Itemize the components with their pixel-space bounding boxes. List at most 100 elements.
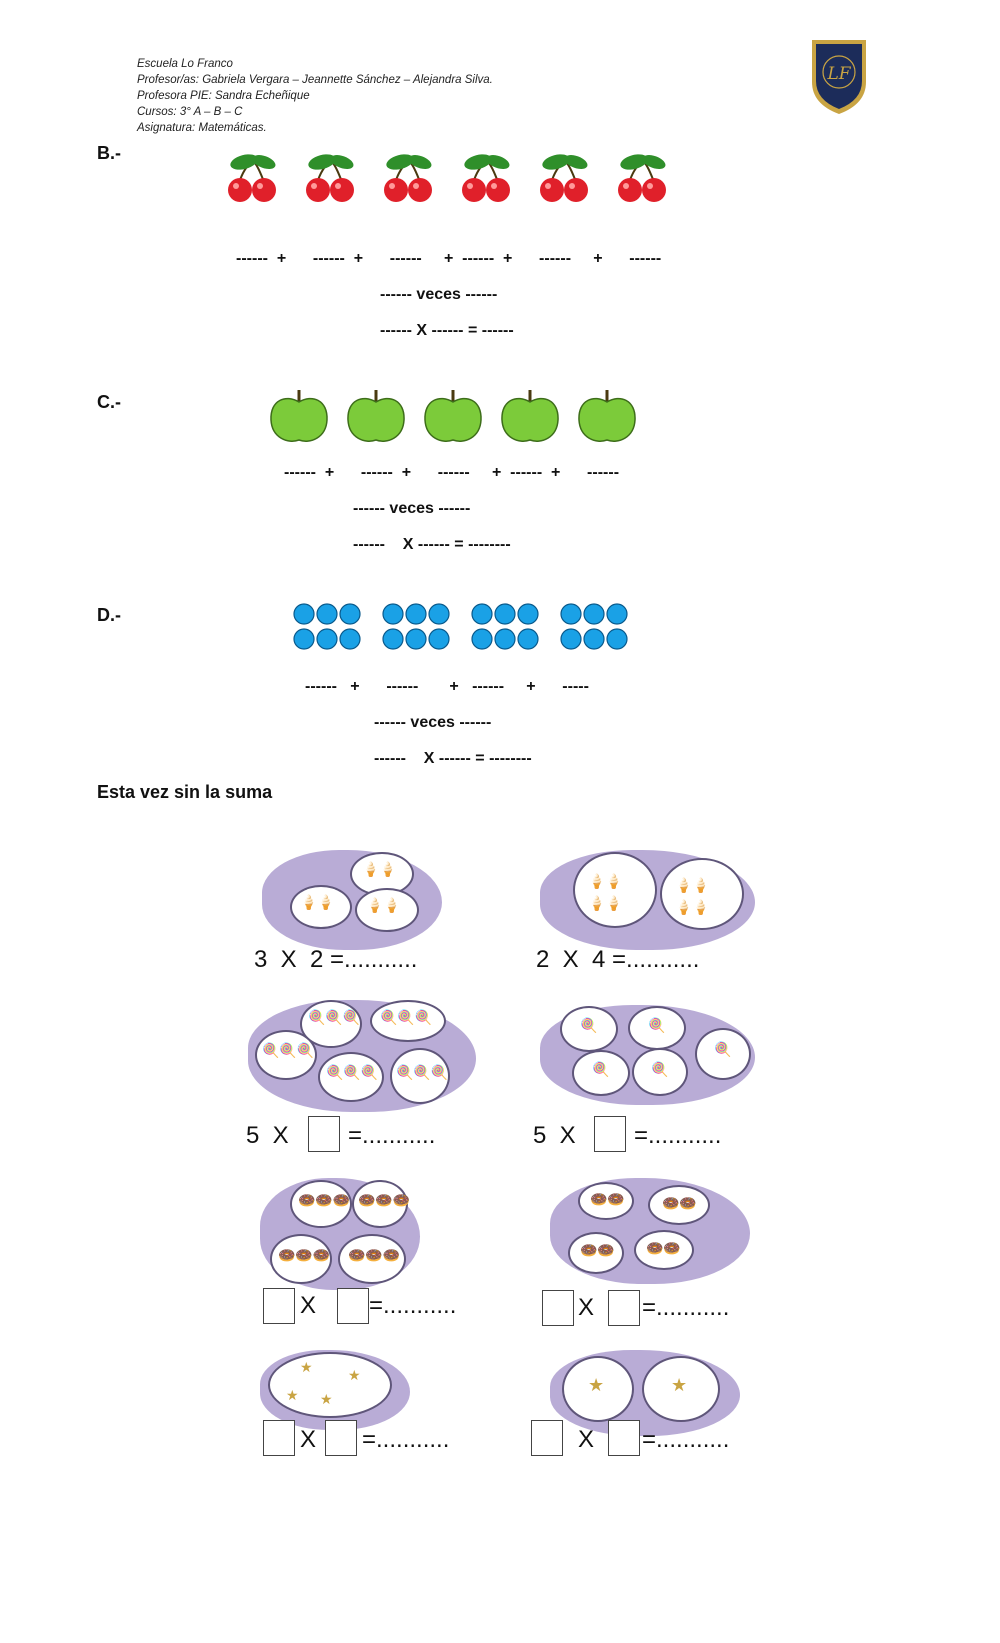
- lollipop-icon: 🍭🍭🍭: [326, 1064, 379, 1080]
- exercise-5-right: =...........: [369, 1292, 457, 1319]
- section-b-veces-line: ------ veces ------: [380, 286, 498, 303]
- section-c-label: C.-: [97, 392, 121, 412]
- header: Escuela Lo Franco Profesor/as: Gabriela …: [137, 56, 493, 136]
- answer-box[interactable]: [308, 1116, 340, 1152]
- cherry-icon: [618, 154, 666, 202]
- apple-icon: [578, 390, 636, 442]
- exercise-3-left: 5 X: [246, 1122, 289, 1149]
- plate: [290, 1180, 352, 1228]
- plate: [338, 1234, 406, 1284]
- exercise-3-right: =...........: [348, 1122, 436, 1149]
- dot-icon: [316, 603, 338, 625]
- answer-box[interactable]: [542, 1290, 574, 1326]
- answer-box[interactable]: [263, 1288, 295, 1324]
- dot-icon: [494, 628, 516, 650]
- plate: [268, 1352, 392, 1418]
- dot-icon: [405, 628, 427, 650]
- section-d-mult-line: ------ X ------ = --------: [374, 750, 532, 767]
- esta-vez-heading: Esta vez sin la suma: [97, 782, 273, 802]
- subject: Asignatura: Matemáticas.: [137, 122, 267, 134]
- answer-box[interactable]: [325, 1420, 357, 1456]
- dot-icon: [405, 603, 427, 625]
- plate: [560, 1006, 618, 1052]
- exercise-4-right: =...........: [634, 1122, 722, 1149]
- dot-icon: [316, 628, 338, 650]
- plate: [562, 1356, 634, 1422]
- plate: [352, 1180, 408, 1228]
- dot-icon: [583, 628, 605, 650]
- exercise-4-left: 5 X: [533, 1122, 576, 1149]
- dot-icon: [560, 628, 582, 650]
- section-d-label: D.-: [97, 605, 121, 625]
- answer-box[interactable]: [531, 1420, 563, 1456]
- logo-monogram: LF: [826, 64, 851, 84]
- answer-box[interactable]: [608, 1290, 640, 1326]
- plate: [255, 1030, 317, 1080]
- ice-cream-icon: 🍦🍦: [362, 861, 397, 877]
- donut-icon: 🍩🍩🍩: [348, 1247, 401, 1263]
- star-icon: ★: [300, 1359, 313, 1375]
- lollipop-icon: 🍭🍭🍭: [380, 1009, 433, 1025]
- dot-icon: [517, 628, 539, 650]
- star-icon: ★: [588, 1375, 605, 1395]
- cherry-icon: [540, 154, 588, 202]
- apple-icon: [424, 390, 482, 442]
- section-c-sum-line: ------ + ------ + ------ + ------ + ----…: [284, 464, 620, 481]
- apple-icon: [270, 390, 328, 442]
- donut-icon: 🍩🍩: [590, 1191, 625, 1207]
- dot-icon: [471, 603, 493, 625]
- dot-icon: [606, 628, 628, 650]
- exercise-1-text: 3 X 2 =...........: [254, 946, 418, 973]
- answer-box[interactable]: [263, 1420, 295, 1456]
- exercise-8-x: X: [578, 1426, 595, 1453]
- lollipop-icon: 🍭: [651, 1061, 669, 1077]
- donut-icon: 🍩🍩: [580, 1242, 615, 1258]
- school-logo: LF: [812, 40, 866, 114]
- donut-icon: 🍩🍩🍩: [298, 1192, 351, 1208]
- plate: [642, 1356, 720, 1422]
- answer-box[interactable]: [594, 1116, 626, 1152]
- dot-icon: [583, 603, 605, 625]
- plate: [648, 1185, 710, 1225]
- star-icon: ★: [320, 1391, 333, 1407]
- donut-icon: 🍩🍩: [662, 1195, 697, 1211]
- plate: [695, 1028, 751, 1080]
- plate: [578, 1182, 634, 1220]
- teachers: Profesor/as: Gabriela Vergara – Jeannett…: [137, 74, 493, 86]
- lollipop-icon: 🍭🍭🍭: [396, 1064, 449, 1080]
- star-icon: ★: [671, 1375, 688, 1395]
- lollipop-icon: 🍭: [580, 1017, 598, 1033]
- cherry-icon: [306, 154, 354, 202]
- exercise-6-x: X: [578, 1294, 595, 1321]
- answer-box[interactable]: [337, 1288, 369, 1324]
- donut-icon: 🍩🍩: [646, 1240, 681, 1256]
- section-b-sum-line: ------ + ------ + ------ + ------ + ----…: [236, 250, 662, 267]
- courses: Cursos: 3° A – B – C: [137, 106, 243, 118]
- answer-box[interactable]: [608, 1420, 640, 1456]
- dot-icon: [606, 603, 628, 625]
- plate: [355, 888, 419, 932]
- plate: [634, 1230, 694, 1270]
- school-name: Escuela Lo Franco: [137, 58, 233, 70]
- dot-icon: [339, 603, 361, 625]
- plate: [370, 1000, 446, 1042]
- section-c-veces-line: ------ veces ------: [353, 500, 471, 517]
- plate: [573, 852, 657, 928]
- section-b-mult-line: ------ X ------ = ------: [380, 322, 514, 339]
- plate: [270, 1234, 332, 1284]
- pie-teacher: Profesora PIE: Sandra Echeñique: [137, 90, 310, 102]
- lollipop-icon: 🍭🍭🍭: [308, 1009, 361, 1025]
- donut-icon: 🍩🍩🍩: [278, 1247, 331, 1263]
- ice-cream-icon: 🍦🍦: [366, 897, 401, 913]
- plate: [290, 885, 352, 929]
- exercise-7-x: X: [300, 1426, 317, 1453]
- section-b-label: B.-: [97, 143, 121, 163]
- dot-icon: [560, 603, 582, 625]
- ice-cream-icon: 🍦🍦: [300, 894, 335, 910]
- plate: [660, 858, 744, 930]
- dot-icon: [382, 628, 404, 650]
- exercise-2-text: 2 X 4 =...........: [536, 946, 700, 973]
- section-c-mult-line: ------ X ------ = --------: [353, 536, 511, 553]
- dot-icon: [382, 603, 404, 625]
- dot-icon: [428, 628, 450, 650]
